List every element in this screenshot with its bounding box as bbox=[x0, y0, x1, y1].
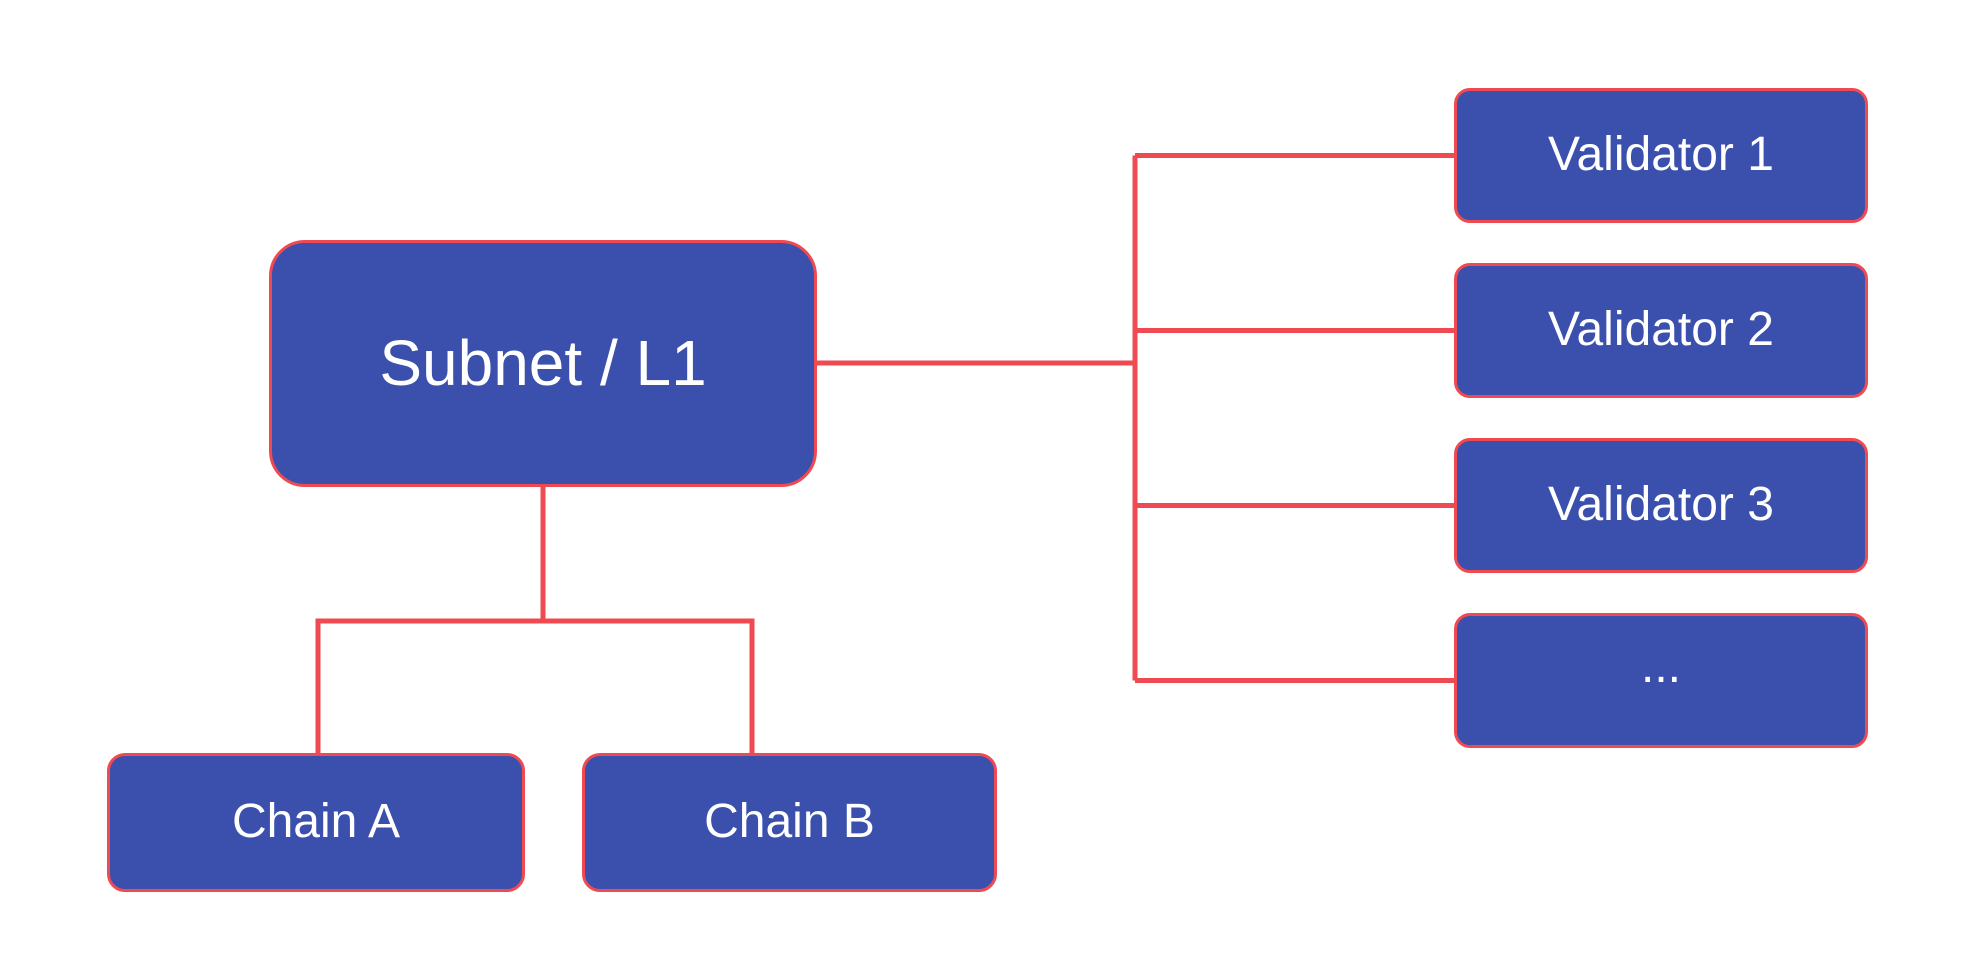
node-validator-more: ... bbox=[1454, 613, 1868, 748]
validator-3-label: Validator 3 bbox=[1548, 478, 1774, 532]
node-chain-b: Chain B bbox=[582, 753, 997, 892]
chain-a-label: Chain A bbox=[231, 795, 401, 849]
connector-chain-branch bbox=[315, 618, 755, 755]
chain-b-label: Chain B bbox=[704, 795, 875, 849]
node-subnet-l1: Subnet / L1 bbox=[269, 240, 817, 487]
subnet-l1-label: Subnet / L1 bbox=[379, 327, 707, 400]
node-validator-2: Validator 2 bbox=[1454, 263, 1868, 398]
node-chain-a: Chain A bbox=[107, 753, 525, 892]
validator-more-label: ... bbox=[1640, 640, 1681, 694]
node-validator-3: Validator 3 bbox=[1454, 438, 1868, 573]
validator-1-label: Validator 1 bbox=[1548, 128, 1774, 182]
node-validator-1: Validator 1 bbox=[1454, 88, 1868, 223]
validator-2-label: Validator 2 bbox=[1548, 303, 1774, 357]
